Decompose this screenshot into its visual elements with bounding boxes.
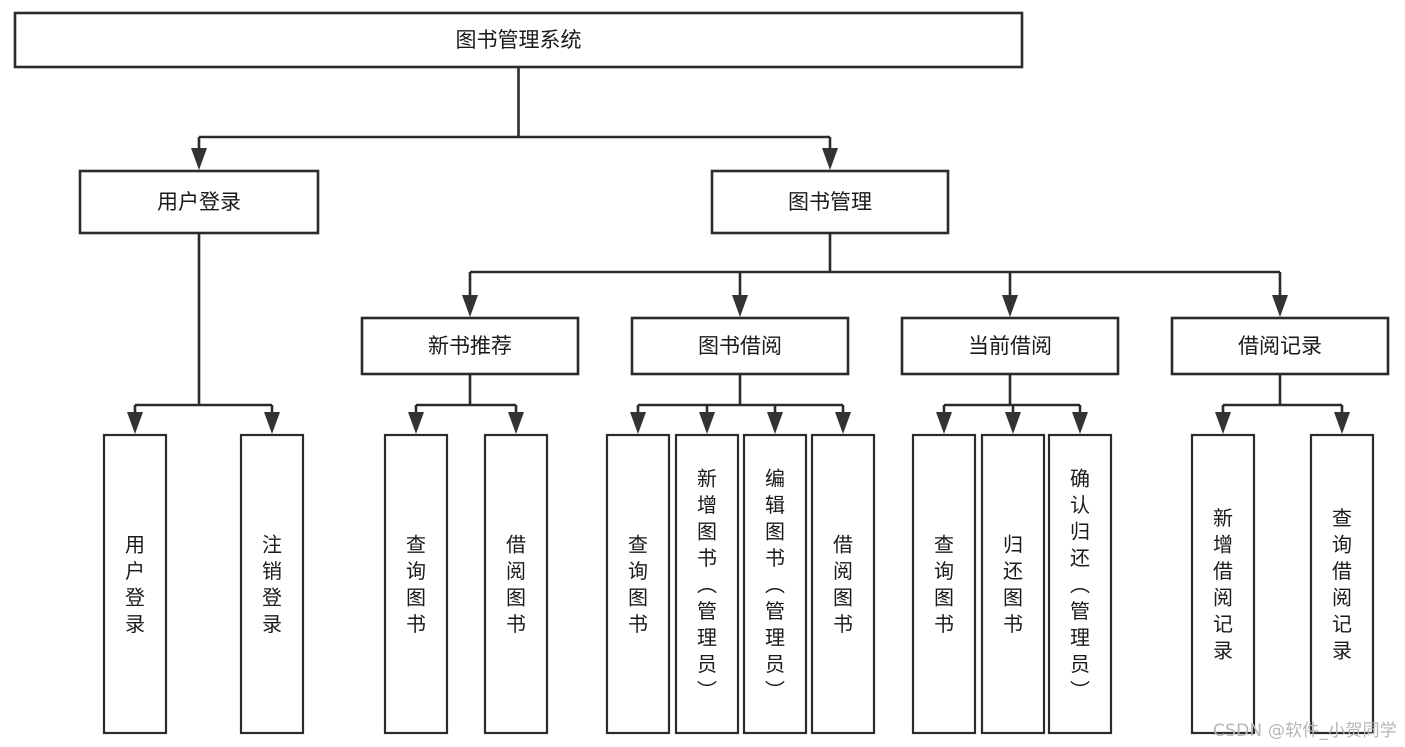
edge-arrowhead-user_login — [191, 148, 207, 170]
edge-arrowhead-leaf_add_borrow_record — [1215, 412, 1231, 434]
node-label-book-borrow: 图书借阅 — [698, 334, 782, 358]
node-box-user-login — [78, 169, 320, 235]
node-box-new-book-rec — [360, 316, 580, 376]
node-leaf-borrow-book-2[interactable]: 借阅图书 — [810, 433, 876, 735]
node-box-leaf-query-borrow-record — [1309, 433, 1375, 735]
edge-arrowhead-leaf_query_book_2 — [630, 412, 646, 434]
node-book-borrow[interactable]: 图书借阅 — [630, 316, 850, 376]
node-label-leaf-user-login: 用户登录 — [125, 533, 145, 637]
node-leaf-add-borrow-record[interactable]: 新增借阅记录 — [1190, 433, 1256, 735]
node-label-leaf-add-book-admin: 新增图书︵管理员︶ — [697, 466, 717, 702]
node-label-leaf-borrow-book-1: 借阅图书 — [506, 533, 526, 637]
node-box-leaf-confirm-return-admin — [1047, 433, 1113, 735]
node-leaf-query-book-2[interactable]: 查询图书 — [605, 433, 671, 735]
node-box-leaf-user-logout — [239, 433, 305, 735]
nodes-layer: 图书管理系统用户登录图书管理新书推荐图书借阅当前借阅借阅记录用户登录注销登录查询… — [13, 11, 1390, 735]
node-box-leaf-add-book-admin — [674, 433, 740, 735]
node-label-leaf-add-borrow-record: 新增借阅记录 — [1213, 506, 1233, 663]
edge-arrowhead-leaf_user_login — [127, 412, 143, 434]
edge-arrowhead-current_borrow — [1002, 295, 1018, 317]
edge-arrowhead-leaf_edit_book_admin — [767, 412, 783, 434]
node-box-borrow-record — [1170, 316, 1390, 376]
node-box-leaf-user-login — [102, 433, 168, 735]
node-box-root — [13, 11, 1024, 69]
node-label-leaf-return-book: 归还图书 — [1003, 533, 1023, 637]
edge-arrowhead-leaf_borrow_book_1 — [508, 412, 524, 434]
edge-arrowhead-new_book_rec — [462, 295, 478, 317]
node-box-leaf-borrow-book-1 — [483, 433, 549, 735]
edge-arrowhead-leaf_confirm_return_admin — [1072, 412, 1088, 434]
node-label-root: 图书管理系统 — [456, 28, 582, 52]
edge-arrowhead-book_mgmt — [822, 148, 838, 170]
node-box-leaf-edit-book-admin — [742, 433, 808, 735]
node-leaf-borrow-book-1[interactable]: 借阅图书 — [483, 433, 549, 735]
node-box-book-mgmt — [710, 169, 950, 235]
node-box-leaf-query-book-3 — [911, 433, 977, 735]
node-borrow-record[interactable]: 借阅记录 — [1170, 316, 1390, 376]
node-label-leaf-query-book-1: 查询图书 — [406, 533, 426, 637]
edge-arrowhead-leaf_query_book_1 — [408, 412, 424, 434]
node-label-new-book-rec: 新书推荐 — [428, 334, 512, 358]
node-leaf-user-login[interactable]: 用户登录 — [102, 433, 168, 735]
edges-layer — [127, 67, 1350, 434]
node-box-leaf-add-borrow-record — [1190, 433, 1256, 735]
edge-arrowhead-book_borrow — [732, 295, 748, 317]
node-leaf-query-book-3[interactable]: 查询图书 — [911, 433, 977, 735]
node-label-leaf-borrow-book-2: 借阅图书 — [833, 533, 853, 637]
node-label-current-borrow: 当前借阅 — [968, 334, 1052, 358]
node-root[interactable]: 图书管理系统 — [13, 11, 1024, 69]
node-label-leaf-confirm-return-admin: 确认归还︵管理员︶ — [1070, 466, 1090, 702]
node-box-leaf-query-book-1 — [383, 433, 449, 735]
node-current-borrow[interactable]: 当前借阅 — [900, 316, 1120, 376]
node-box-leaf-borrow-book-2 — [810, 433, 876, 735]
edge-arrowhead-borrow_record — [1272, 295, 1288, 317]
node-leaf-add-book-admin[interactable]: 新增图书︵管理员︶ — [674, 433, 740, 735]
node-label-book-mgmt: 图书管理 — [788, 190, 872, 214]
node-label-leaf-user-logout: 注销登录 — [262, 533, 282, 637]
node-label-leaf-query-book-3: 查询图书 — [934, 533, 954, 637]
edge-arrowhead-leaf_user_logout — [264, 412, 280, 434]
node-leaf-query-book-1[interactable]: 查询图书 — [383, 433, 449, 735]
node-book-mgmt[interactable]: 图书管理 — [710, 169, 950, 235]
node-user-login[interactable]: 用户登录 — [78, 169, 320, 235]
node-leaf-user-logout[interactable]: 注销登录 — [239, 433, 305, 735]
node-label-borrow-record: 借阅记录 — [1238, 334, 1322, 358]
node-new-book-rec[interactable]: 新书推荐 — [360, 316, 580, 376]
node-label-leaf-query-borrow-record: 查询借阅记录 — [1332, 506, 1352, 663]
edge-arrowhead-leaf_query_borrow_record — [1334, 412, 1350, 434]
node-leaf-confirm-return-admin[interactable]: 确认归还︵管理员︶ — [1047, 433, 1113, 735]
node-leaf-query-borrow-record[interactable]: 查询借阅记录 — [1309, 433, 1375, 735]
node-label-leaf-query-book-2: 查询图书 — [628, 533, 648, 637]
node-label-user-login: 用户登录 — [157, 190, 241, 214]
node-box-book-borrow — [630, 316, 850, 376]
node-box-current-borrow — [900, 316, 1120, 376]
node-leaf-return-book[interactable]: 归还图书 — [980, 433, 1046, 735]
node-label-leaf-edit-book-admin: 编辑图书︵管理员︶ — [765, 466, 785, 702]
node-box-leaf-query-book-2 — [605, 433, 671, 735]
node-box-leaf-return-book — [980, 433, 1046, 735]
edge-arrowhead-leaf_query_book_3 — [936, 412, 952, 434]
csdn-watermark: CSDN @软件_小贺同学 — [1213, 721, 1397, 741]
edge-arrowhead-leaf_add_book_admin — [699, 412, 715, 434]
edge-arrowhead-leaf_borrow_book_2 — [835, 412, 851, 434]
node-leaf-edit-book-admin[interactable]: 编辑图书︵管理员︶ — [742, 433, 808, 735]
edge-arrowhead-leaf_return_book — [1005, 412, 1021, 434]
